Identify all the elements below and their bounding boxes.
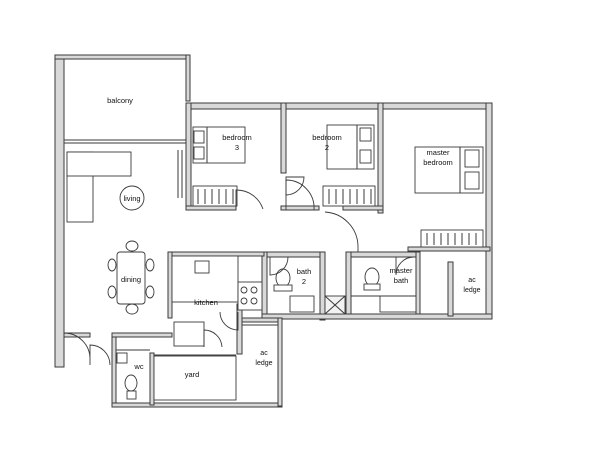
master-bath-door <box>395 256 415 276</box>
thin-lines <box>64 139 278 356</box>
master-bath-label-line1: master <box>390 266 413 275</box>
ac-ledge-right-label-line2: ledge <box>463 287 480 294</box>
bath2-label-line2: 2 <box>302 277 306 286</box>
sofa <box>66 151 132 223</box>
dining-label: dining <box>121 275 141 284</box>
living-label: living <box>123 194 140 203</box>
bedroom3-label-line1: bedroom <box>222 133 252 142</box>
kitchen-door <box>203 329 223 348</box>
master-bedroom-label-line2: bedroom <box>423 158 453 167</box>
wc-label: wc <box>133 362 143 371</box>
yard-bench <box>153 355 237 401</box>
balcony-label: balcony <box>107 96 133 105</box>
ac-ledge-bottom-label-line2: ledge <box>255 360 272 367</box>
kitchen-counter <box>171 255 263 347</box>
master-bedroom-label-line1: master <box>427 148 450 157</box>
dining-set <box>107 240 155 315</box>
kitchen-label: kitchen <box>194 298 218 307</box>
bedroom3-label-line2: 3 <box>235 143 239 152</box>
ac-ledge-bottom-label-line1: ac <box>260 350 268 357</box>
bath2-fixtures <box>273 268 346 315</box>
kitchen-side-door <box>219 311 239 331</box>
entrance-door <box>63 332 111 366</box>
bedroom3-bed <box>192 126 246 164</box>
bedroom2-label-line1: bedroom <box>312 133 342 142</box>
bath2-label-line1: bath <box>297 267 312 276</box>
bath2-door <box>269 256 289 276</box>
yard-label: yard <box>185 370 200 379</box>
ac-ledge-right-label-line1: ac <box>468 277 476 284</box>
living-table <box>119 185 145 211</box>
wc-fixtures <box>116 352 138 400</box>
bedroom2-door-swing <box>285 179 315 211</box>
master-bed <box>414 146 484 194</box>
bedroom3-wardrobe <box>192 185 238 207</box>
bedroom2-wardrobe <box>322 185 376 207</box>
master-bath-fixtures <box>351 267 417 313</box>
master-wardrobe <box>420 229 484 248</box>
bedroom2-label-line2: 2 <box>325 143 329 152</box>
bedroom3-door <box>235 189 264 210</box>
master-bedroom-door <box>324 211 359 252</box>
bedroom2-bed <box>326 124 375 170</box>
master-bath-label-line2: bath <box>394 276 409 285</box>
